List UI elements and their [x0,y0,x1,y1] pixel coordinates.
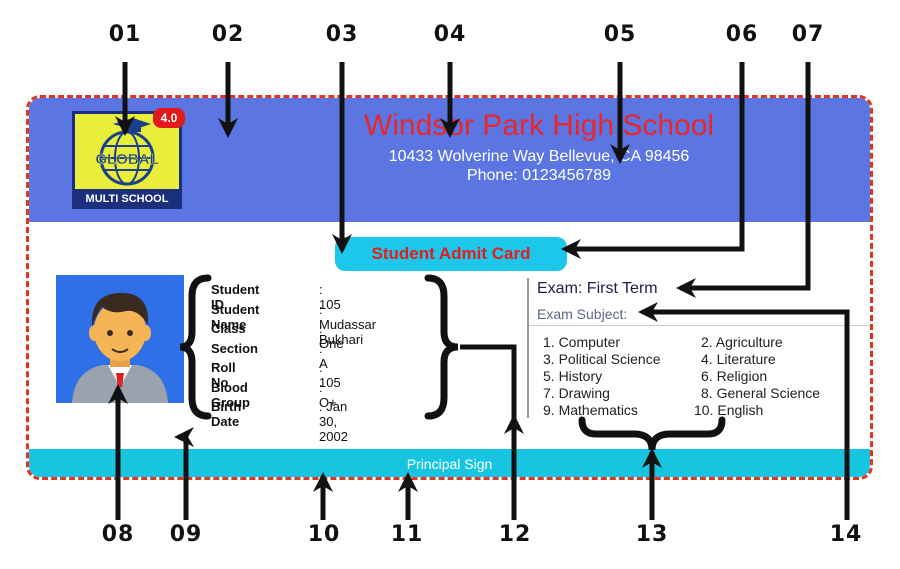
detail-value: : One [319,321,344,351]
callout-02: 02 [211,22,245,47]
subject-item: 3. Political Science [543,351,661,367]
version-badge: 4.0 [153,108,185,128]
subject-item: 6. Religion [701,368,768,384]
logo-text: GLOBAL [95,151,158,168]
detail-label: Student Name [211,301,260,332]
callout-03: 03 [325,22,359,47]
detail-value: : 105 [319,282,341,312]
detail-value: : A [319,340,328,371]
subject-item: 2. Agriculture [701,334,783,350]
detail-label: Roll No [211,360,236,390]
callout-05: 05 [603,22,637,47]
callout-12: 12 [498,522,532,547]
callout-09: 09 [169,522,203,547]
callout-01: 01 [108,22,142,47]
subject-item: 4. Literature [701,351,776,367]
exam-title: Exam: First Term [537,280,658,297]
school-address: 10433 Wolverine Way Bellevue, CA 98456 [388,148,690,165]
card-footer: Principal Sign [29,449,870,477]
detail-value: : 105 [319,360,341,390]
student-photo [56,275,184,403]
detail-label: Blood Group [211,379,250,410]
principal-sign-label: Principal Sign [406,456,493,472]
subject-item: 9. Mathematics [543,402,638,418]
callout-08: 08 [101,522,135,547]
subject-item: 1. Computer [543,334,621,350]
callout-14: 14 [829,522,863,547]
logo-subtitle: MULTI SCHOOL [85,193,169,205]
subject-heading-rule [529,325,870,326]
school-name: Windsor Park High School [363,109,715,142]
detail-value: : Jan 30, 2002 [319,399,348,444]
detail-label: Class [211,321,246,336]
subject-item: 5. History [543,368,603,384]
callout-06: 06 [725,22,759,47]
detail-label: Section [211,340,258,356]
school-phone: Phone: 0123456789 [466,167,612,184]
callout-04: 04 [433,22,467,47]
admit-card: GLOBAL MULTI SCHOOL 4.0 Windsor Park Hig… [26,95,873,480]
detail-label: Birth Date [211,399,242,429]
card-title-badge: Student Admit Card [335,237,567,271]
callout-07: 07 [791,22,825,47]
card-header: GLOBAL MULTI SCHOOL 4.0 Windsor Park Hig… [29,98,870,222]
callout-11: 11 [390,522,424,547]
detail-value: : O+ [319,379,337,410]
callout-10: 10 [307,522,341,547]
exam-subject-heading: Exam Subject: [537,306,628,322]
subject-item: 7. Drawing [543,385,610,401]
detail-value: : Mudassar Bukhari [319,301,377,347]
subject-item: 10. English [694,402,764,418]
student-avatar-icon [56,275,184,403]
subject-item: 8. General Science [701,385,821,401]
callout-13: 13 [635,522,669,547]
detail-label: Student ID [211,282,260,312]
column-divider [527,278,529,418]
